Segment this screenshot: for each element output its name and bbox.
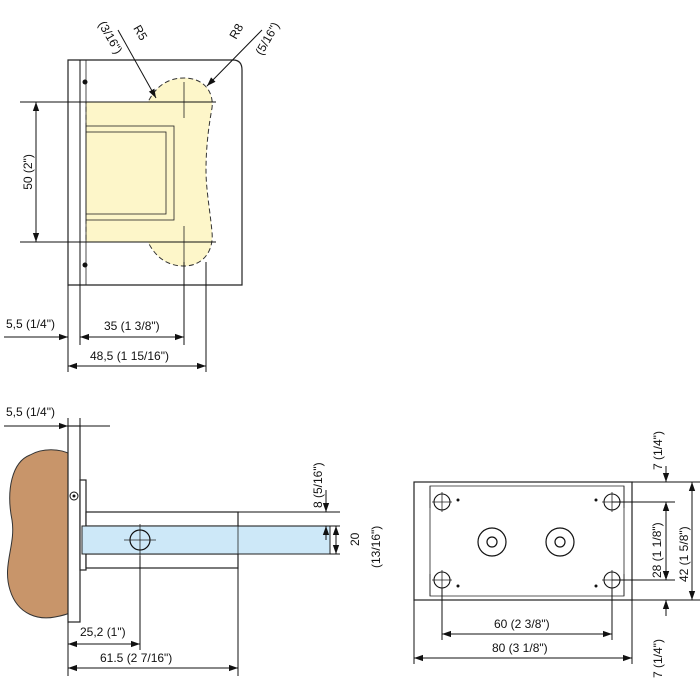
- top-view-clamp-area: [85, 77, 213, 267]
- side-view-plate: [67, 425, 81, 623]
- dim-8: 8 (5/16"): [311, 462, 325, 508]
- dim-20: 20: [348, 532, 362, 546]
- dim-48-5: 48,5 (1 15/16"): [90, 349, 169, 363]
- dim-20-inch: (13/16"): [369, 526, 383, 568]
- dim-42: 42 (1 5/8"): [677, 526, 691, 582]
- dim-25-2: 25,2 (1"): [80, 625, 126, 639]
- dim-28: 28 (1 1/8"): [650, 522, 664, 578]
- dim-7-top: 7 (1/4"): [651, 431, 665, 470]
- top-view: 50 (2") R5 (3/16") R8 (5/16") 5,5 (1/4")…: [4, 19, 282, 372]
- side-view: 5,5 (1/4") 8 (5/16") 20 (13/16") 25,2 (1…: [4, 405, 383, 676]
- dim-60: 60 (2 3/8"): [494, 617, 550, 631]
- dim-5-5-top: 5,5 (1/4"): [6, 317, 55, 331]
- radius-r5-inch: (3/16"): [95, 19, 125, 57]
- side-screw-icon: [69, 491, 79, 501]
- dim-5-5-side: 5,5 (1/4"): [6, 405, 55, 419]
- mounting-hole-icon: [432, 492, 452, 512]
- dim-35: 35 (1 3/8"): [104, 319, 160, 333]
- dim-80: 80 (3 1/8"): [492, 641, 548, 655]
- dim-7-bottom: 7 (1/4"): [651, 639, 665, 678]
- front-view: 7 (1/4") 28 (1 1/8") 42 (1 5/8") 7 (1/4"…: [413, 431, 700, 678]
- top-screw-icon: [82, 79, 88, 85]
- adjustment-screw-icon: [545, 527, 575, 557]
- radius-r8-inch: (5/16"): [252, 20, 282, 58]
- side-view-body: [79, 479, 87, 571]
- glass-panel: [81, 525, 331, 555]
- radius-r8-label: R8: [226, 21, 246, 42]
- adjustment-screw-icon: [477, 527, 507, 557]
- wall-section: [6, 449, 73, 619]
- dim-61-5: 61.5 (2 7/16"): [100, 651, 172, 665]
- radius-r5-label: R5: [130, 23, 150, 44]
- bottom-screw-icon: [82, 262, 88, 268]
- front-view-outline: [413, 481, 633, 601]
- dim-50: 50 (2"): [21, 154, 35, 190]
